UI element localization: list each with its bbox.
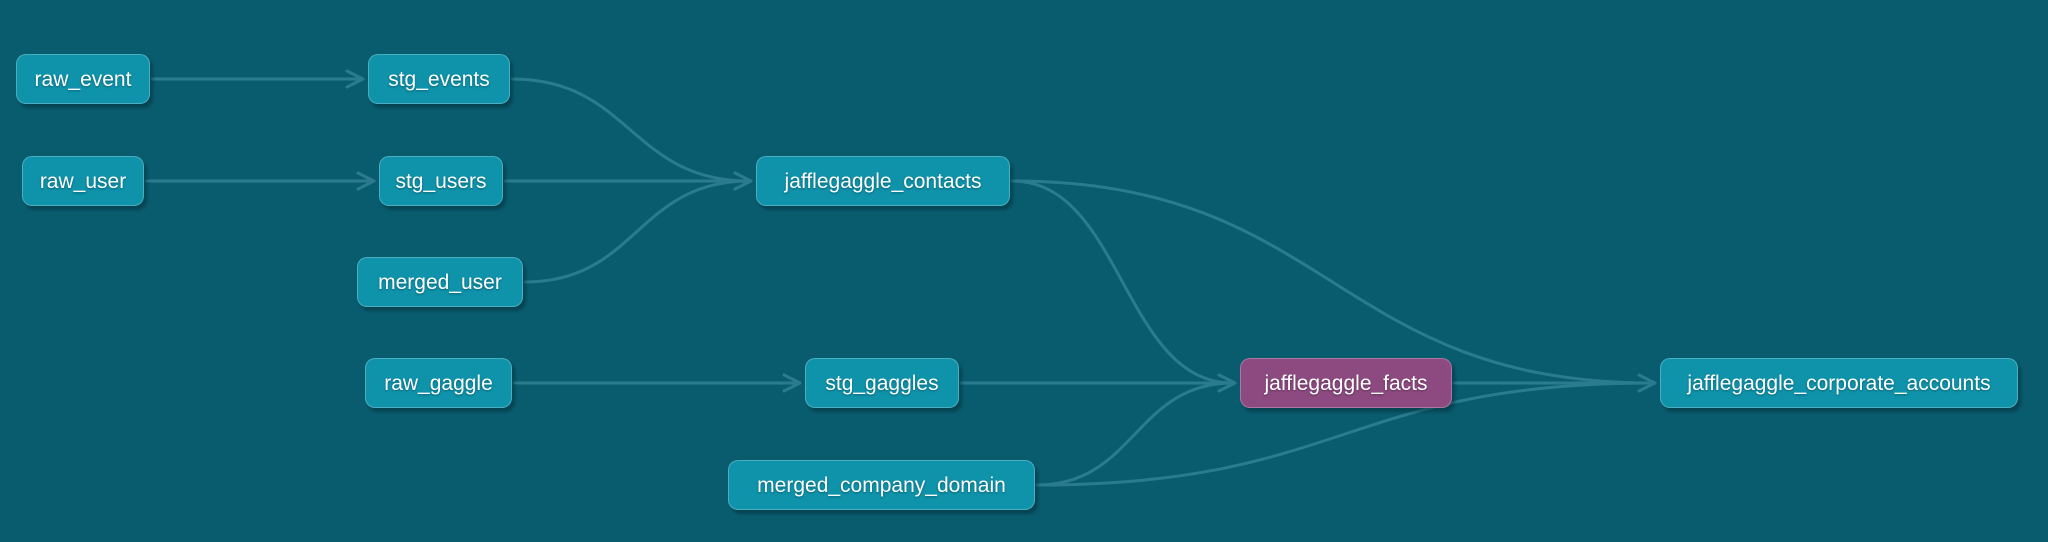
arrowhead-into-jafflegaggle_corporate_accounts [1637, 373, 1657, 393]
dag-node-label: merged_user [378, 270, 502, 294]
arrowhead-into-jafflegaggle_facts [1217, 373, 1237, 393]
dag-node-raw_user[interactable]: raw_user [22, 156, 144, 206]
dag-node-label: raw_user [39, 169, 127, 193]
dag-node-jafflegaggle_facts[interactable]: jafflegaggle_facts [1240, 358, 1452, 408]
edge-merged_company_domain-to-jafflegaggle_corporate_accounts [1035, 381, 1655, 487]
dag-node-label: jafflegaggle_corporate_accounts [1687, 371, 1991, 395]
edge-stg_events-to-jafflegaggle_contacts [510, 77, 751, 183]
edge-jafflegaggle_contacts-to-jafflegaggle_corporate_accounts [1010, 179, 1655, 385]
dag-node-merged_user[interactable]: merged_user [357, 257, 523, 307]
arrowhead-into-stg_events [345, 69, 365, 89]
arrowhead-into-stg_gaggles [782, 373, 802, 393]
edge-merged_company_domain-to-jafflegaggle_facts [1035, 381, 1235, 487]
edge-merged_user-to-jafflegaggle_contacts [523, 179, 751, 284]
dag-node-raw_event[interactable]: raw_event [16, 54, 150, 104]
dag-node-merged_company_domain[interactable]: merged_company_domain [728, 460, 1035, 510]
dag-node-label: stg_users [395, 169, 487, 193]
dag-node-jafflegaggle_corporate_accounts[interactable]: jafflegaggle_corporate_accounts [1660, 358, 2018, 408]
dag-node-label: raw_event [34, 67, 132, 91]
dag-node-stg_gaggles[interactable]: stg_gaggles [805, 358, 959, 408]
edge-jafflegaggle_contacts-to-jafflegaggle_facts [1010, 179, 1235, 385]
arrowhead-into-jafflegaggle_contacts [733, 171, 753, 191]
dag-node-label: stg_gaggles [825, 371, 939, 395]
dag-node-label: raw_gaggle [384, 371, 493, 395]
dag-node-jafflegaggle_contacts[interactable]: jafflegaggle_contacts [756, 156, 1010, 206]
dag-node-stg_users[interactable]: stg_users [379, 156, 503, 206]
dag-node-raw_gaggle[interactable]: raw_gaggle [365, 358, 512, 408]
dag-node-label: merged_company_domain [757, 473, 1006, 497]
arrowhead-into-stg_users [356, 171, 376, 191]
dag-node-label: jafflegaggle_contacts [784, 169, 982, 193]
dag-node-label: stg_events [388, 67, 490, 91]
dag-node-label: jafflegaggle_facts [1264, 371, 1428, 395]
dag-node-stg_events[interactable]: stg_events [368, 54, 510, 104]
